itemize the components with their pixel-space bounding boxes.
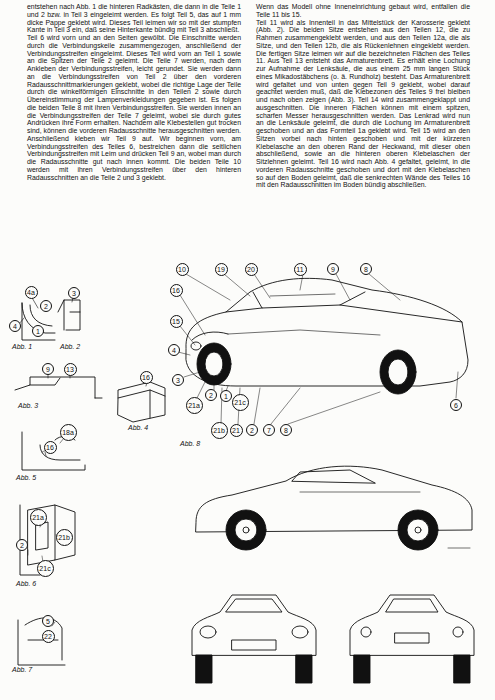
callout-circle: 19 bbox=[215, 263, 228, 276]
callout-number: 4 bbox=[172, 347, 176, 354]
callout-circle: 3 bbox=[68, 287, 80, 299]
figure-label: Abb. 3 bbox=[18, 402, 38, 409]
callout-number: 16 bbox=[142, 374, 150, 381]
callout-number: 21a bbox=[188, 402, 200, 409]
callout-circle: 16 bbox=[140, 371, 153, 384]
callout-number: 2 bbox=[44, 303, 48, 310]
callout-circle: 6 bbox=[450, 399, 462, 411]
body-text: entstehen nach Abb. 1 die hinteren Radkä… bbox=[27, 3, 241, 34]
callout-number: 20 bbox=[247, 266, 255, 273]
callout-number: 16 bbox=[46, 444, 54, 451]
callout-circle: 8 bbox=[280, 424, 292, 436]
figure-label: Abb. 5 bbox=[16, 474, 36, 481]
figure-label: Abb. 6 bbox=[16, 580, 36, 587]
callout-circle: 2 bbox=[40, 300, 52, 312]
callout-number: 21b bbox=[58, 534, 70, 541]
callout-circle: 13 bbox=[64, 363, 77, 376]
callout-number: 21b bbox=[213, 427, 225, 434]
callout-circle: 21b bbox=[211, 422, 228, 439]
figure-label: Abb. 1 bbox=[12, 343, 32, 350]
callout-circle: 16 bbox=[44, 441, 57, 454]
callout-number: 11 bbox=[296, 266, 303, 273]
callout-circle: 5 bbox=[42, 615, 54, 627]
callout-circle: 16 bbox=[170, 284, 183, 297]
callout-number: 15 bbox=[172, 318, 180, 325]
callout-number: 3 bbox=[176, 377, 180, 384]
callout-circle: 7 bbox=[263, 424, 275, 436]
callout-number: 8 bbox=[284, 427, 288, 434]
callout-number: 9 bbox=[331, 266, 335, 273]
callout-number: 1 bbox=[36, 328, 40, 335]
body-text: Teil 6 wird vorn und an den Seiten gewöl… bbox=[27, 34, 241, 181]
callout-number: 2 bbox=[209, 392, 213, 399]
callout-circle: 10 bbox=[176, 263, 189, 276]
callout-number: 7 bbox=[267, 427, 271, 434]
callout-circle: 11 bbox=[294, 263, 307, 276]
callout-circle: 21c bbox=[37, 560, 54, 577]
callout-circle: 21c bbox=[232, 394, 249, 411]
callout-circle: 4 bbox=[168, 344, 180, 356]
callout-number: 4a bbox=[27, 289, 35, 296]
figure-label: Abb. 4 bbox=[128, 424, 148, 431]
callout-number: 16 bbox=[172, 287, 180, 294]
callout-circle: 22 bbox=[42, 630, 55, 643]
callout-number: 21 bbox=[232, 427, 240, 434]
callout-circle: 9 bbox=[42, 363, 54, 375]
callout-number: 13 bbox=[66, 366, 74, 373]
callout-number: 2 bbox=[250, 427, 254, 434]
callout-number: 8 bbox=[364, 266, 368, 273]
callout-circle: 8 bbox=[360, 263, 372, 275]
callout-circle: 15 bbox=[170, 315, 183, 328]
callout-number: 19 bbox=[217, 266, 225, 273]
callout-number: 18a bbox=[62, 429, 74, 436]
callout-circle: 20 bbox=[245, 263, 258, 276]
callout-circle: 21a bbox=[30, 509, 47, 526]
callout-circle: 3 bbox=[172, 374, 184, 386]
body-text: Teil 11 wird als Innenteil in das Mittel… bbox=[256, 19, 470, 190]
figure-label: Abb. 8 bbox=[180, 440, 200, 447]
callout-number: 21c bbox=[39, 565, 50, 572]
callout-number: 6 bbox=[454, 402, 458, 409]
callout-circle: 21a bbox=[186, 397, 203, 414]
callout-circle: 2 bbox=[246, 424, 258, 436]
body-text: Wenn das Modell ohne Inneneinrichtung ge… bbox=[256, 3, 470, 19]
callout-number: 9 bbox=[46, 366, 50, 373]
callout-circle: 21b bbox=[56, 529, 73, 546]
callout-number: 21c bbox=[234, 399, 245, 406]
callout-number: 21a bbox=[32, 514, 44, 521]
callout-number: 10 bbox=[178, 266, 186, 273]
callout-number: 4 bbox=[13, 323, 17, 330]
callout-circle: 1 bbox=[32, 325, 44, 337]
callout-circle: 4a bbox=[25, 286, 38, 299]
figure-label: Abb. 2 bbox=[60, 343, 80, 350]
callout-circle: 4 bbox=[9, 320, 21, 332]
figure-label: Abb. 7 bbox=[12, 666, 32, 673]
callout-circle: 2 bbox=[16, 539, 28, 551]
callout-circle: 18a bbox=[60, 424, 77, 441]
callout-number: 3 bbox=[72, 290, 76, 297]
callout-circle: 9 bbox=[327, 263, 339, 275]
callout-circle: 1 bbox=[220, 390, 232, 402]
callout-number: 5 bbox=[46, 618, 50, 625]
callout-circle: 21 bbox=[230, 424, 243, 437]
callout-circle: 2 bbox=[205, 389, 217, 401]
callout-number: 22 bbox=[44, 633, 52, 640]
callout-number: 2 bbox=[20, 542, 24, 549]
callout-number: 1 bbox=[224, 393, 228, 400]
